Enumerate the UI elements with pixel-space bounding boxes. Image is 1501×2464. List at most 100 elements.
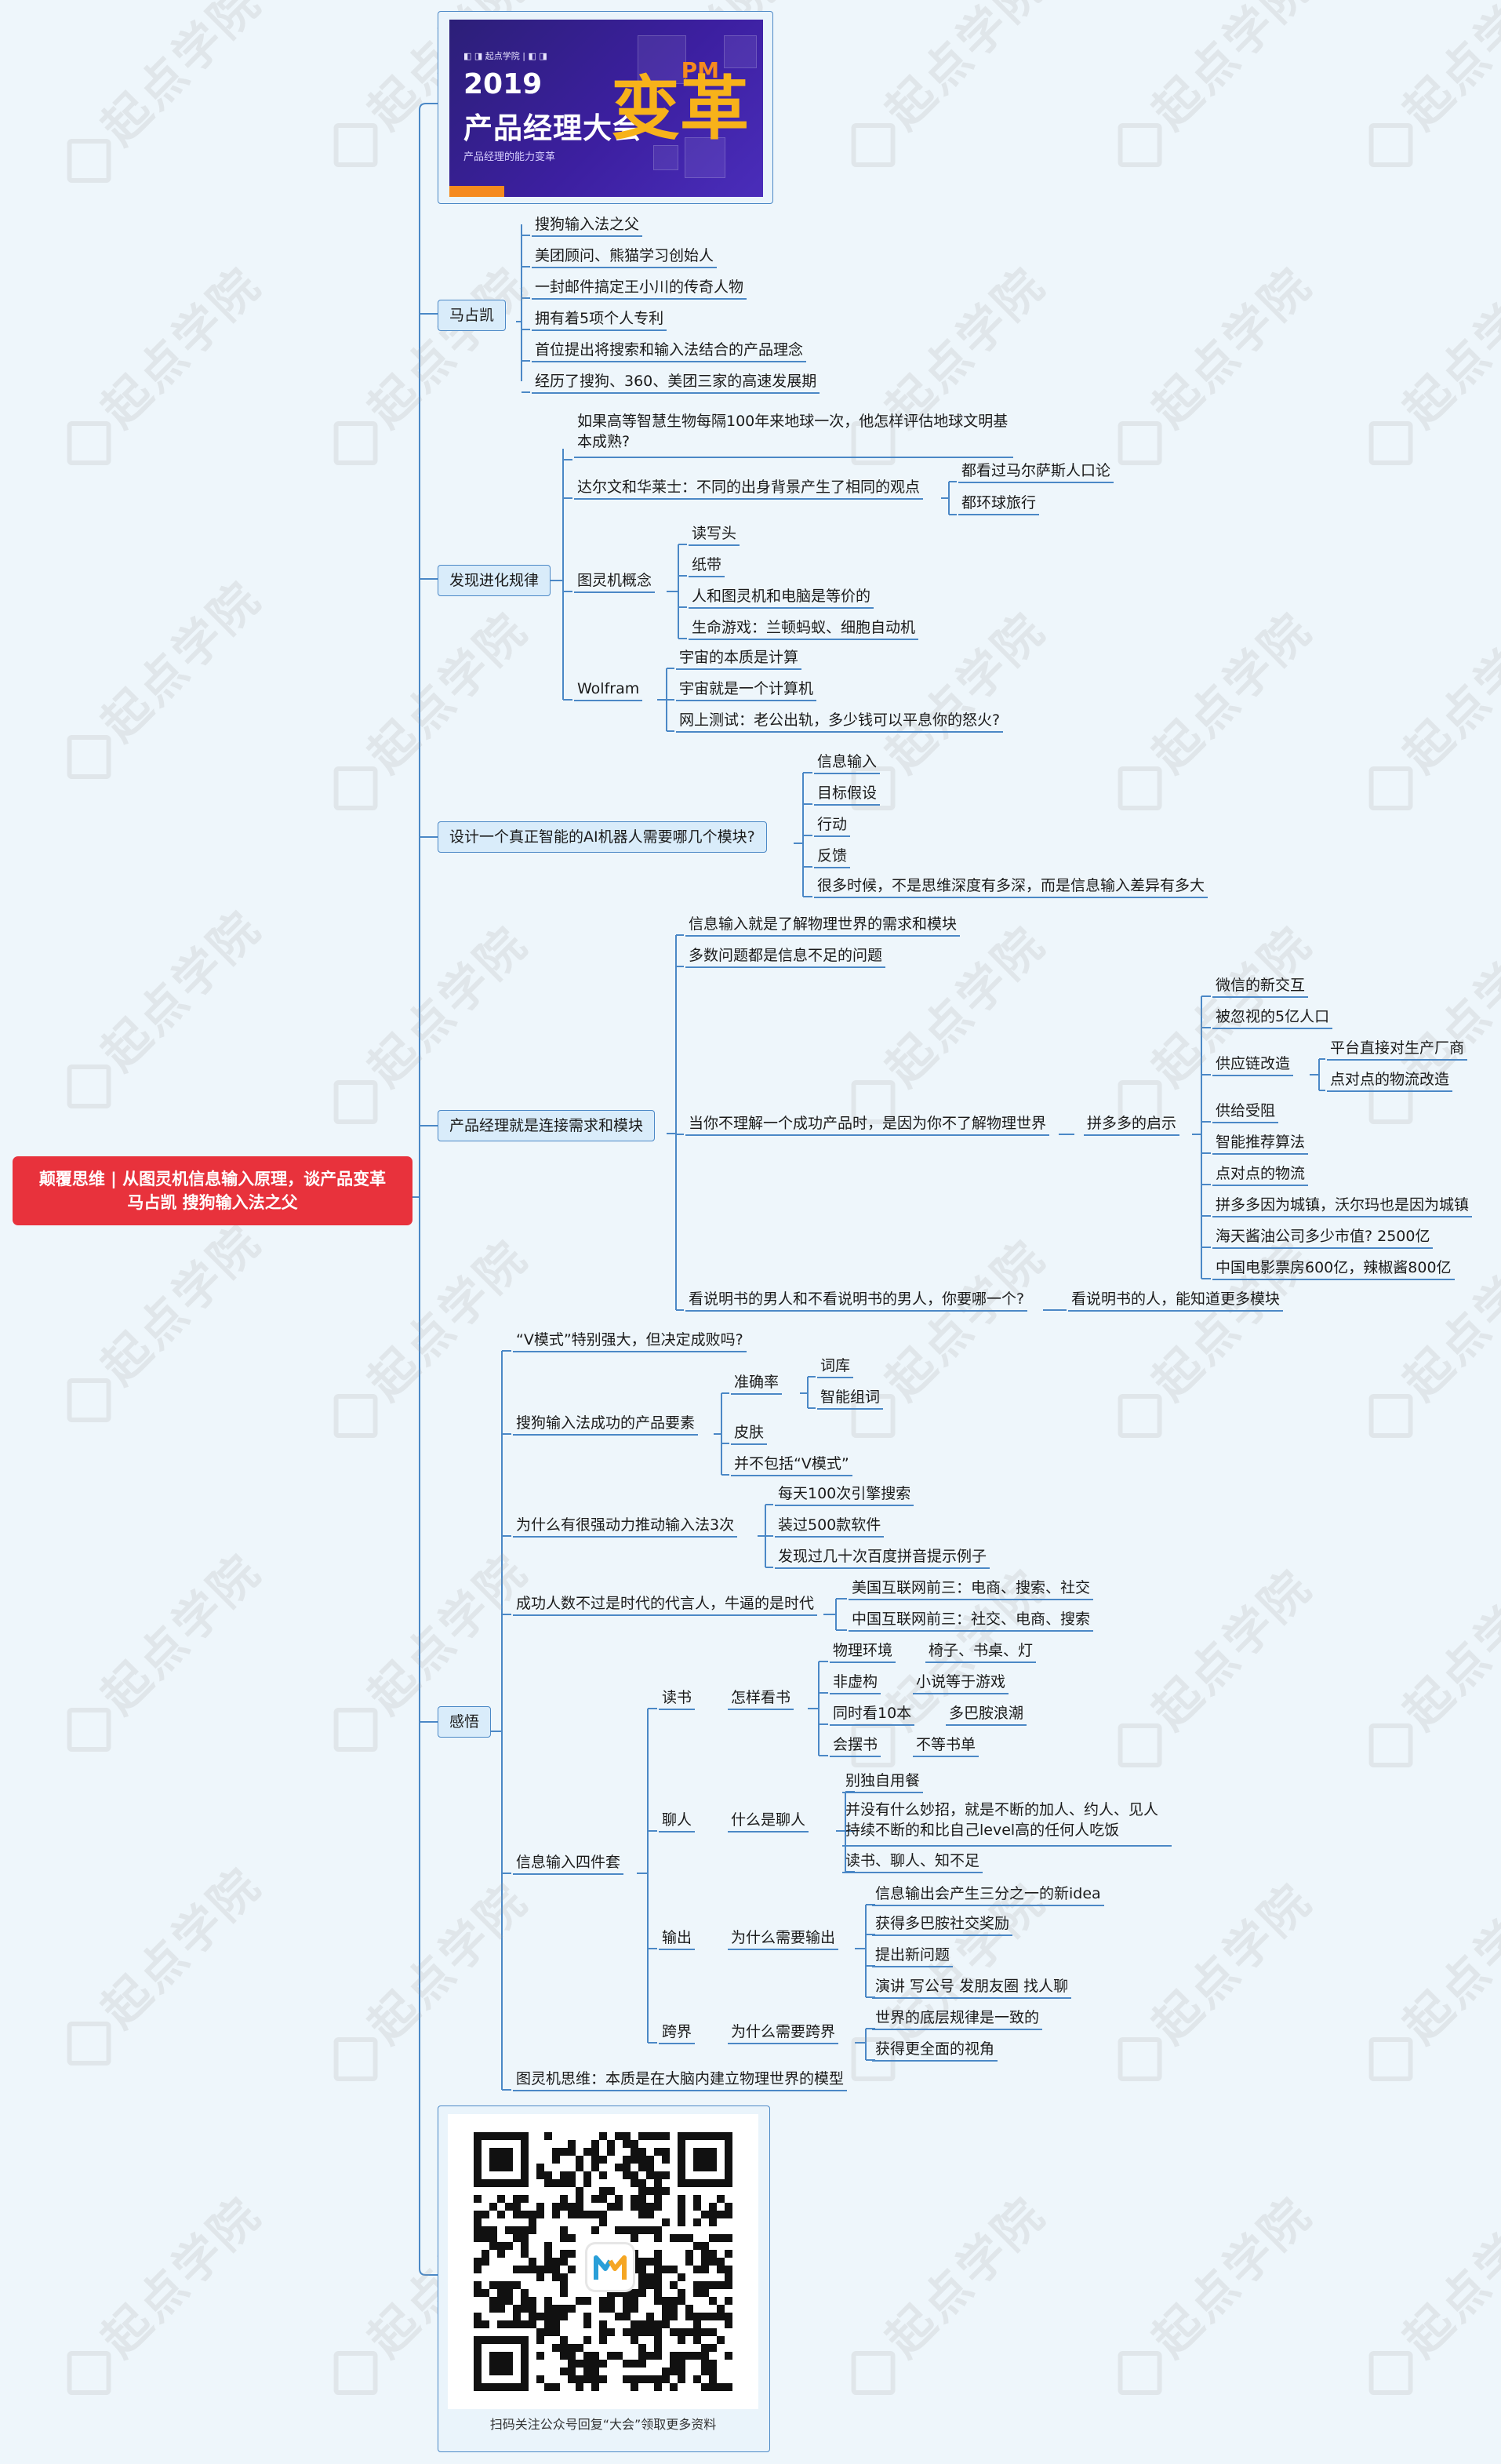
b5-cross-item[interactable]: 获得更全面的视角 <box>872 2038 998 2062</box>
watermark-text: 起点学院 <box>1347 1551 1501 1780</box>
b5-v[interactable]: “V模式”特别强大，但决定成败吗? <box>513 1329 747 1352</box>
b1-item[interactable]: 经历了搜狗、360、美团三家的高速发展期 <box>532 370 820 394</box>
b5-cross-item[interactable]: 世界的底层规律是一致的 <box>872 2007 1043 2030</box>
b5-skin[interactable]: 皮肤 <box>731 1421 768 1445</box>
b5-read-detail[interactable]: 小说等于游戏 <box>913 1671 1009 1694</box>
b5-output[interactable]: 输出 <box>659 1927 696 1950</box>
b4-pdd-item[interactable]: 智能推荐算法 <box>1212 1131 1309 1155</box>
b4-supply-item[interactable]: 平台直接对生产厂商 <box>1327 1037 1468 1061</box>
b4-pdd-item[interactable]: 供应链改造 <box>1212 1053 1294 1076</box>
b5-acc-item[interactable]: 词库 <box>817 1355 854 1378</box>
b4-pdd-item[interactable]: 点对点的物流 <box>1212 1163 1309 1186</box>
b4-pdd-item[interactable]: 微信的新交互 <box>1212 974 1309 998</box>
b5-sogou[interactable]: 搜狗输入法成功的产品要素 <box>513 1412 699 1436</box>
b5-talk[interactable]: 聊人 <box>659 1809 696 1833</box>
b2-wolfram[interactable]: Wolfram <box>574 678 643 701</box>
b5-read-detail[interactable]: 多巴胺浪潮 <box>946 1702 1027 1726</box>
b5-why3-item[interactable]: 每天100次引擎搜索 <box>775 1483 914 1506</box>
b4-a[interactable]: 信息输入就是了解物理世界的需求和模块 <box>685 913 961 937</box>
branch-ma-zhankai[interactable]: 马占凯 <box>438 300 507 331</box>
b5-output-q[interactable]: 为什么需要输出 <box>728 1927 839 1950</box>
b5-cross[interactable]: 跨界 <box>659 2021 696 2044</box>
b5-why3[interactable]: 为什么有很强动力推动输入法3次 <box>513 1514 738 1538</box>
b5-four[interactable]: 信息输入四件套 <box>513 1851 624 1875</box>
b5-read-detail[interactable]: 不等书单 <box>913 1734 979 1757</box>
b5-turing-thinking[interactable]: 图灵机思维：本质是在大脑内建立物理世界的模型 <box>513 2068 848 2091</box>
branch-insights[interactable]: 感悟 <box>438 1706 492 1738</box>
b5-talk-item[interactable]: 并没有什么妙招，就是不断的加人、约人、见人持续不断的和比自己level高的任何人… <box>842 1796 1172 1847</box>
b4-b[interactable]: 多数问题都是信息不足的问题 <box>685 944 886 968</box>
b5-not-v[interactable]: 并不包括“V模式” <box>731 1453 852 1476</box>
b4-d[interactable]: 看说明书的男人和不看说明书的男人，你要哪一个? <box>685 1288 1028 1312</box>
b5-output-item[interactable]: 提出新问题 <box>872 1944 954 1967</box>
b4-pdd-item[interactable]: 海天酱油公司多少市值? 2500亿 <box>1212 1225 1434 1249</box>
b1-item[interactable]: 美团顾问、熊猫学习创始人 <box>532 245 718 268</box>
branch-ai-modules[interactable]: 设计一个真正智能的AI机器人需要哪几个模块? <box>438 821 767 853</box>
b4-pdd-item[interactable]: 拼多多因为城镇，沃尔玛也是因为城镇 <box>1212 1194 1473 1217</box>
b1-item[interactable]: 一封邮件搞定王小川的传奇人物 <box>532 276 747 300</box>
b5-output-item[interactable]: 信息输出会产生三分之一的新idea <box>872 1883 1104 1906</box>
watermark-text: 起点学院 <box>311 908 540 1137</box>
b5-why3-item[interactable]: 发现过几十次百度拼音提示例子 <box>775 1545 990 1569</box>
b2-darwin-item[interactable]: 都环球旅行 <box>958 492 1040 515</box>
b5-read-item[interactable]: 物理环境 <box>830 1640 896 1663</box>
b4-pdd-item[interactable]: 供给受阻 <box>1212 1100 1279 1123</box>
b2-turing-item[interactable]: 纸带 <box>689 554 725 577</box>
b5-read-detail[interactable]: 椅子、书桌、灯 <box>925 1640 1037 1663</box>
b5-output-item[interactable]: 演讲 写公号 发朋友圈 找人聊 <box>872 1975 1072 1999</box>
b5-succ-item[interactable]: 中国互联网前三：社交、电商、搜索 <box>849 1608 1094 1632</box>
b3-item[interactable]: 很多时候，不是思维深度有多深，而是信息输入差异有多大 <box>814 875 1208 898</box>
b5-success[interactable]: 成功人数不过是时代的代言人，牛逼的是时代 <box>513 1592 818 1616</box>
banner-pm: PM <box>681 57 719 83</box>
watermark-text: 起点学院 <box>1347 1865 1501 2094</box>
brand-logo-icon <box>587 2244 633 2290</box>
b5-talk-item[interactable]: 读书、聊人、知不足 <box>842 1850 983 1873</box>
b5-read-item[interactable]: 同时看10本 <box>830 1702 915 1726</box>
b2-darwin[interactable]: 达尔文和华莱士：不同的出身背景产生了相同的观点 <box>574 476 924 500</box>
branch-pm-connect[interactable]: 产品经理就是连接需求和模块 <box>438 1110 656 1141</box>
b4-pdd-item[interactable]: 中国电影票房600亿，辣椒酱800亿 <box>1212 1257 1455 1280</box>
b4-pdd-item[interactable]: 被忽视的5亿人口 <box>1212 1006 1333 1029</box>
qr-code[interactable] <box>448 2114 758 2409</box>
watermark-text: 起点学院 <box>829 908 1058 1137</box>
b5-read-q[interactable]: 怎样看书 <box>728 1687 794 1710</box>
branch-evolution[interactable]: 发现进化规律 <box>438 565 551 596</box>
b4-pdd[interactable]: 拼多多的启示 <box>1084 1112 1180 1136</box>
b5-why3-item[interactable]: 装过500款软件 <box>775 1514 885 1538</box>
b5-cross-q[interactable]: 为什么需要跨界 <box>728 2021 839 2044</box>
b5-accuracy[interactable]: 准确率 <box>731 1371 783 1395</box>
b2-turing-item[interactable]: 人和图灵机和电脑是等价的 <box>689 585 874 609</box>
b3-item[interactable]: 行动 <box>814 813 851 837</box>
b2-darwin-item[interactable]: 都看过马尔萨斯人口论 <box>958 460 1114 483</box>
b5-acc-item[interactable]: 智能组词 <box>817 1386 884 1410</box>
b5-read[interactable]: 读书 <box>659 1687 696 1710</box>
b2-turing-item[interactable]: 读写头 <box>689 522 740 546</box>
b2-turing-item[interactable]: 生命游戏：兰顿蚂蚁、细胞自动机 <box>689 617 919 640</box>
b4-supply-item[interactable]: 点对点的物流改造 <box>1327 1068 1453 1092</box>
b5-read-item[interactable]: 会摆书 <box>830 1734 881 1757</box>
b3-item[interactable]: 反馈 <box>814 845 851 868</box>
b1-item[interactable]: 拥有着5项个人专利 <box>532 308 667 331</box>
b5-talk-q[interactable]: 什么是聊人 <box>728 1809 809 1833</box>
b2-wolfram-item[interactable]: 网上测试：老公出轨，多少钱可以平息你的怒火? <box>676 709 1004 733</box>
banner-logos: ◧ ◨ 起点学院 | ◧ ◨ <box>463 51 547 61</box>
b5-talk-item[interactable]: 别独自用餐 <box>842 1770 924 1793</box>
b2-wolfram-item[interactable]: 宇宙的本质是计算 <box>676 646 802 670</box>
b2-question[interactable]: 如果高等智慧生物每隔100年来地球一次，他怎样评估地球文明基本成熟? <box>574 408 1013 458</box>
b2-turing[interactable]: 图灵机概念 <box>574 570 656 593</box>
b4-d2[interactable]: 看说明书的人，能知道更多模块 <box>1068 1288 1284 1312</box>
b5-succ-item[interactable]: 美国互联网前三：电商、搜索、社交 <box>849 1577 1094 1600</box>
root-node[interactable]: 颠覆思维 | 从图灵机信息输入原理，谈产品变革 马占凯 搜狗输入法之父 <box>13 1156 413 1225</box>
b3-item[interactable]: 目标假设 <box>814 782 881 806</box>
b3-item[interactable]: 信息输入 <box>814 751 881 774</box>
b4-c[interactable]: 当你不理解一个成功产品时，是因为你不了解物理世界 <box>685 1112 1050 1136</box>
b2-wolfram-item[interactable]: 宇宙就是一个计算机 <box>676 678 817 701</box>
watermark-text: 起点学院 <box>1347 908 1501 1137</box>
b5-output-item[interactable]: 获得多巴胺社交奖励 <box>872 1913 1013 1936</box>
b1-item[interactable]: 首位提出将搜索和输入法结合的产品理念 <box>532 339 807 362</box>
watermark-text: 起点学院 <box>45 249 274 478</box>
b1-item[interactable]: 搜狗输入法之父 <box>532 213 643 237</box>
banner-title: 产品经理大会 <box>463 111 642 145</box>
watermark-text: 起点学院 <box>45 892 274 1121</box>
b5-read-item[interactable]: 非虚构 <box>830 1671 881 1694</box>
